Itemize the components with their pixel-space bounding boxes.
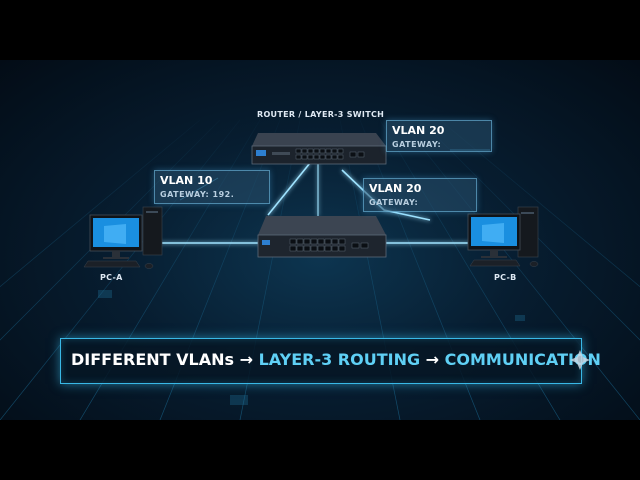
router-caption: ROUTER / LAYER-3 SWITCH [257,110,385,119]
network-scene: ROUTER / LAYER-3 SWITCH PC-A PC-B VLAN 2… [0,60,640,420]
banner-arrow-2: → [420,350,445,369]
vlan20-top-title: VLAN 20 [392,124,445,137]
vlan20-mid-title: VLAN 20 [369,182,422,195]
link-router-switch-left [267,162,311,216]
pc-a-label: PC-A [100,273,123,282]
sparkle-icon [570,350,590,370]
letterbox-bottom [0,420,640,480]
banner-text: DIFFERENT VLANs → LAYER-3 ROUTING → COMM… [71,350,601,369]
switch-icon[interactable] [0,60,640,420]
vlan20-top-gateway: GATEWAY: [392,140,442,149]
letterbox-top [0,0,640,60]
vlan20-mid-label: VLAN 20 GATEWAY: [363,178,477,212]
vlan10-label: VLAN 10 GATEWAY: 192. [154,170,270,204]
summary-banner: DIFFERENT VLANs → LAYER-3 ROUTING → COMM… [60,338,601,384]
desktop-pc-icon[interactable] [0,60,640,420]
banner-part-routing: LAYER-3 ROUTING [258,350,421,369]
router-icon[interactable] [0,60,640,420]
vlan20-mid-gateway: GATEWAY: [369,198,419,207]
vlan10-gateway: GATEWAY: 192. [160,190,235,199]
banner-part-communication: COMMUNICATION [444,350,601,369]
banner-part-vlans: DIFFERENT VLANs [71,350,235,369]
banner-arrow-1: → [234,350,259,369]
vlan20-top-label: VLAN 20 GATEWAY: [386,120,492,152]
vlan10-title: VLAN 10 [160,174,213,187]
desktop-pc-icon[interactable] [0,60,640,420]
pc-b-label: PC-B [494,273,517,282]
